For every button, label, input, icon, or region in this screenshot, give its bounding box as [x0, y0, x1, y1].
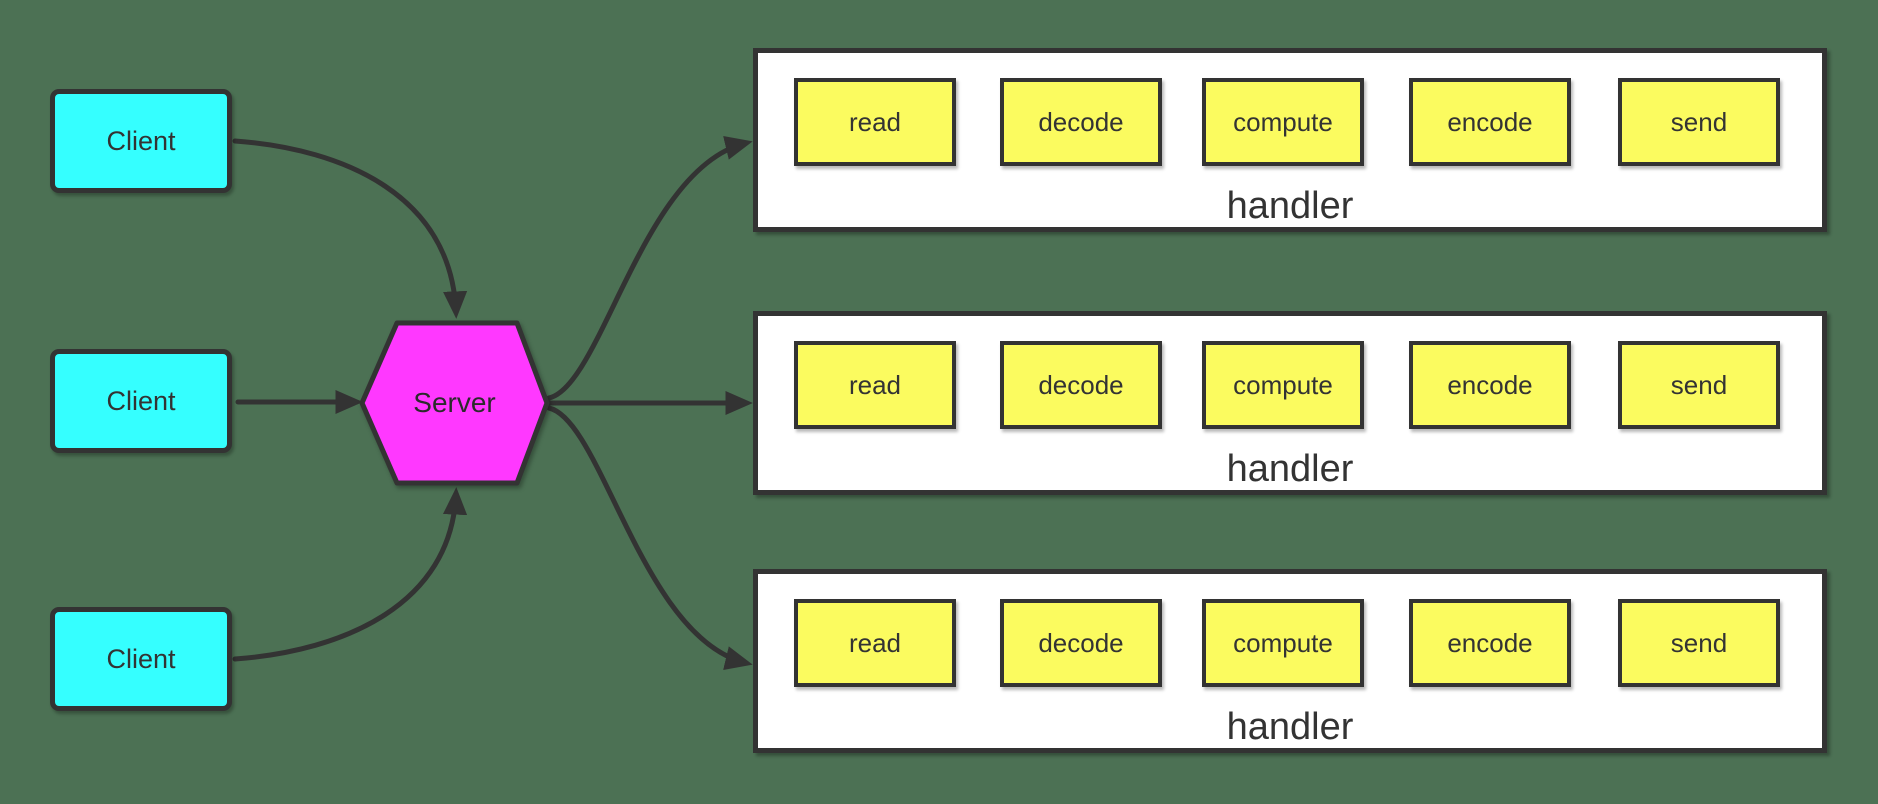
step-label: compute: [1233, 369, 1333, 400]
arrow-server-to-handler3: [546, 405, 753, 670]
step-label: encode: [1447, 106, 1533, 137]
step-label: encode: [1447, 627, 1533, 658]
client-node-label: Client: [106, 643, 176, 674]
handler-label: handler: [1226, 185, 1354, 227]
step-send: send: [1618, 78, 1780, 166]
handler-label: handler: [1226, 448, 1354, 490]
step-compute: compute: [1202, 78, 1364, 166]
step-decode: decode: [1000, 599, 1162, 687]
step-label: send: [1670, 627, 1728, 658]
handler-container-2: read decode compute encode send handler: [753, 311, 1827, 495]
arrow-client1-to-server: [232, 138, 468, 319]
arrow-server-to-handler1: [546, 136, 753, 401]
step-encode: encode: [1409, 599, 1571, 687]
step-label: send: [1670, 106, 1728, 137]
handler-label: handler: [1226, 706, 1354, 748]
step-encode: encode: [1409, 78, 1571, 166]
step-label: send: [1670, 369, 1728, 400]
step-read: read: [794, 78, 956, 166]
handler-container-3: read decode compute encode send handler: [753, 569, 1827, 753]
step-send: send: [1618, 341, 1780, 429]
client-node-1: Client: [50, 89, 232, 193]
step-label: encode: [1447, 369, 1533, 400]
step-label: decode: [1038, 627, 1124, 658]
step-encode: encode: [1409, 341, 1571, 429]
step-label: read: [848, 627, 902, 658]
client-node-label: Client: [106, 385, 176, 416]
client-node-3: Client: [50, 607, 232, 711]
client-node-2: Client: [50, 349, 232, 453]
arrow-client3-to-server: [232, 487, 468, 662]
handler-container-1: read decode compute encode send handler: [753, 48, 1827, 232]
step-compute: compute: [1202, 599, 1364, 687]
step-label: decode: [1038, 106, 1124, 137]
step-read: read: [794, 341, 956, 429]
step-label: read: [848, 106, 902, 137]
step-read: read: [794, 599, 956, 687]
step-label: compute: [1233, 106, 1333, 137]
step-label: read: [848, 369, 902, 400]
step-compute: compute: [1202, 341, 1364, 429]
step-decode: decode: [1000, 78, 1162, 166]
step-label: compute: [1233, 627, 1333, 658]
server-hexagon: [359, 320, 550, 486]
step-decode: decode: [1000, 341, 1162, 429]
step-label: decode: [1038, 369, 1124, 400]
client-node-label: Client: [106, 125, 176, 156]
step-send: send: [1618, 599, 1780, 687]
